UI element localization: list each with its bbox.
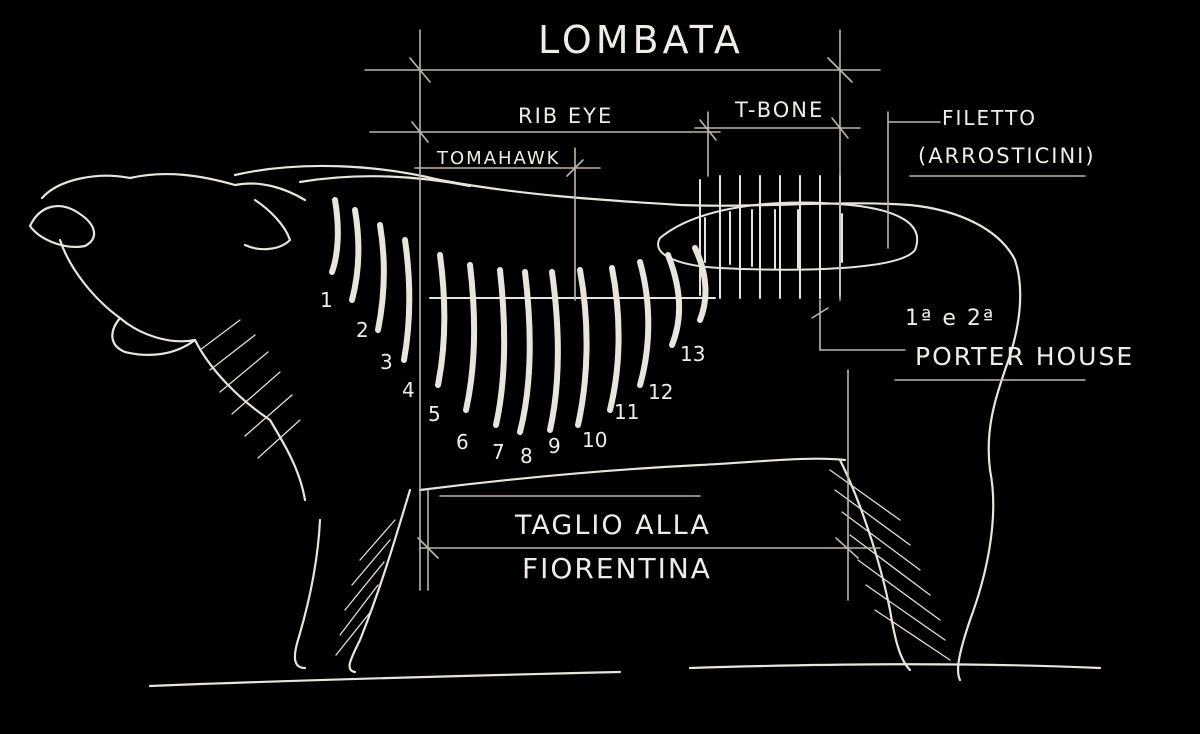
rib-number-6: 6: [456, 430, 469, 454]
rib-number-13: 13: [680, 342, 706, 366]
label-lombata: LOMBATA: [538, 18, 744, 62]
label-arrosticini: (ARROSTICINI): [918, 144, 1096, 168]
label-tomahawk: TOMAHAWK: [437, 148, 561, 169]
rib-number-2: 2: [356, 318, 369, 342]
leg-hatching: [199, 319, 951, 661]
rib-number-12: 12: [648, 380, 674, 404]
rib-number-5: 5: [428, 402, 441, 426]
label-fiorentina: FIORENTINA: [522, 552, 712, 585]
rib-number-9: 9: [548, 434, 561, 458]
label-t-bone: T-BONE: [735, 98, 825, 122]
cow-outline: [28, 164, 1102, 688]
loin-vertebrae: [429, 175, 919, 299]
label-rib-eye: RIB EYE: [518, 104, 614, 128]
rib-number-11: 11: [614, 400, 640, 424]
rib-number-3: 3: [380, 350, 393, 374]
rib-number-10: 10: [582, 428, 608, 452]
label-first-second: 1ª e 2ª: [905, 306, 996, 331]
label-porter-house: PORTER HOUSE: [915, 342, 1135, 371]
rib-number-4: 4: [402, 378, 415, 402]
label-taglio-alla: TAGLIO ALLA: [515, 510, 711, 541]
rib-number-1: 1: [320, 288, 333, 312]
dimension-lines: [364, 29, 1086, 601]
rib-strokes: [329, 197, 709, 435]
rib-number-8: 8: [520, 444, 533, 468]
label-filetto: FILETTO: [942, 106, 1038, 130]
rib-number-7: 7: [492, 440, 505, 464]
